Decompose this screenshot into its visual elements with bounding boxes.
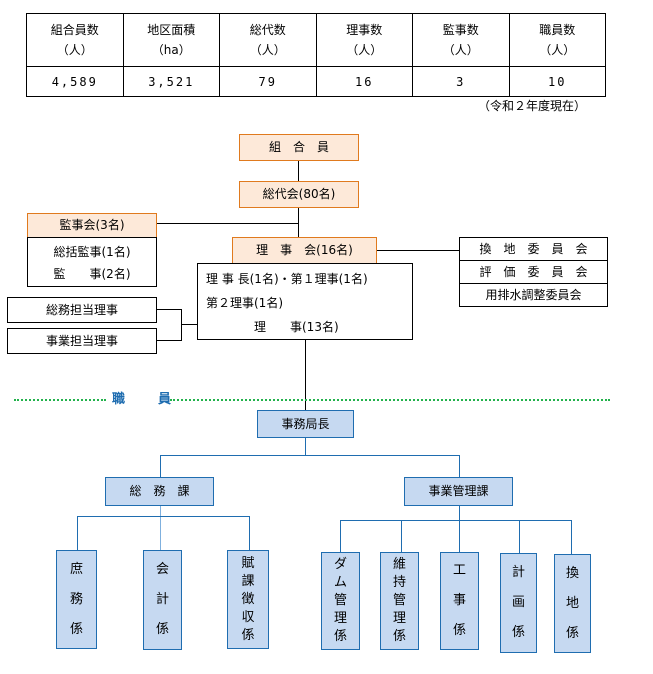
section-general: 庶 務 係 — [56, 550, 97, 649]
auditors-header: 監事会(3名) — [27, 213, 157, 238]
connector-sections1-horizontal — [77, 516, 250, 517]
value-members: 4,589 — [26, 66, 124, 97]
connector-dept-horizontal — [160, 455, 460, 456]
section-dam-management: ダ ム 管 理 係 — [321, 552, 360, 650]
connector-head-split — [305, 437, 306, 455]
dept-general-affairs: 総 務 課 — [105, 477, 214, 506]
board-body: 理 事 長(1名)・第１理事(1名) 第２理事(1名) 理 事(13名) — [197, 263, 413, 340]
connector-section — [340, 520, 341, 552]
header-area: 地区面積（ha） — [122, 13, 220, 67]
dept-project-management: 事業管理課 — [404, 477, 513, 506]
committees-list: 換 地 委 員 会 評 価 委 員 会 用排水調整委員会 — [459, 237, 608, 307]
header-delegates: 総代数（人） — [219, 13, 317, 67]
summary-table: 組合員数（人） 地区面積（ha） 総代数（人） 理事数（人） 監事数（人） 職員… — [26, 13, 606, 97]
header-auditors: 監事数（人） — [412, 13, 510, 67]
board-line: 理 事(13名) — [254, 320, 339, 334]
board-line: 理 事 長(1名)・第１理事(1名) — [206, 272, 368, 286]
connector-dept1 — [160, 455, 161, 477]
section-maintenance: 維 持 管 理 係 — [380, 552, 419, 650]
staff-divider-left — [14, 399, 106, 401]
auditors-line: 監 事(2名) — [53, 267, 131, 281]
value-area: 3,521 — [122, 66, 220, 97]
staff-label: 職 員 — [112, 392, 182, 407]
value-delegates: 79 — [219, 66, 317, 97]
connector-members-delegates — [298, 161, 299, 181]
connector-dept2-down — [459, 505, 460, 520]
header-directors: 理事数（人） — [315, 13, 413, 67]
connector-directors-vertical — [181, 309, 182, 341]
delegates-box: 総代会(80名) — [239, 181, 359, 208]
connector-section — [571, 520, 572, 554]
connector-section — [249, 516, 250, 550]
connector-director1 — [157, 309, 181, 310]
connector-dept1-down — [160, 505, 161, 550]
director-operations: 事業担当理事 — [7, 328, 157, 354]
section-planning: 計 画 係 — [500, 553, 537, 653]
value-directors: 16 — [315, 66, 413, 97]
connector-section — [77, 516, 78, 550]
section-replotting: 換 地 係 — [554, 554, 591, 653]
committee-item: 評 価 委 員 会 — [459, 261, 608, 284]
auditors-body: 総括監事(1名) 監 事(2名) — [27, 237, 157, 287]
connector-sections2-horizontal — [340, 520, 572, 521]
board-line: 第２理事(1名) — [206, 296, 283, 310]
connector-directors-board — [181, 324, 198, 325]
committee-item: 用排水調整委員会 — [459, 284, 608, 307]
section-construction: 工 事 係 — [440, 552, 479, 650]
connector-committees — [377, 250, 459, 251]
header-staff: 職員数（人） — [508, 13, 606, 67]
connector-section — [519, 520, 520, 553]
as-of-note: （令和２年度現在） — [478, 99, 587, 113]
connector-director2 — [157, 340, 181, 341]
connector-board-staff — [305, 339, 306, 410]
auditors-line: 総括監事(1名) — [53, 245, 131, 259]
connector-auditors — [157, 223, 299, 224]
section-levy-collection: 賦 課 徴 収 係 — [227, 550, 269, 649]
secretary-general-box: 事務局長 — [257, 410, 354, 438]
members-box: 組 合 員 — [239, 134, 359, 161]
director-general-affairs: 総務担当理事 — [7, 297, 157, 323]
connector-dept2 — [459, 455, 460, 477]
staff-divider-right — [170, 399, 610, 401]
connector-section — [459, 520, 460, 552]
section-accounting: 会 計 係 — [143, 550, 182, 650]
value-staff: 10 — [508, 66, 606, 97]
connector-section — [401, 520, 402, 552]
header-members: 組合員数（人） — [26, 13, 124, 67]
committee-item: 換 地 委 員 会 — [459, 237, 608, 261]
value-auditors: 3 — [412, 66, 510, 97]
board-header: 理 事 会(16名) — [232, 237, 377, 264]
